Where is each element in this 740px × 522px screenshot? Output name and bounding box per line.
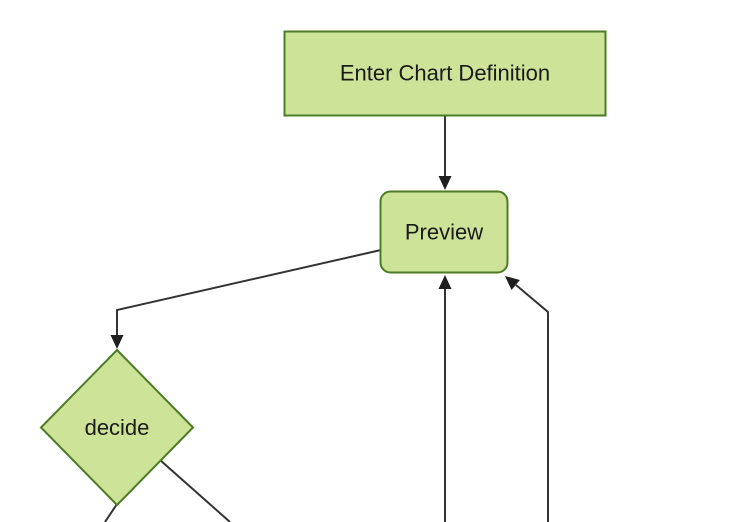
arrowhead-preview-corner (505, 276, 520, 290)
node-preview-label: Preview (405, 220, 483, 245)
edge-preview-to-decide-line (116, 249, 382, 336)
arrowhead-decide-top (110, 335, 124, 349)
edge-offscreen-to-preview-diagonal (505, 276, 549, 522)
edge-decide-to-offscreen-left (104, 503, 118, 522)
arrowhead-preview-top (438, 176, 452, 190)
node-decide-shape (39, 348, 195, 507)
node-preview-shape (379, 190, 509, 274)
node-enter-chart-definition-shape (283, 30, 607, 117)
node-decide-label: decide (85, 415, 150, 440)
edge-offscreen-to-preview-vertical (438, 275, 452, 522)
node-preview: Preview (379, 190, 509, 274)
node-enter-chart-definition-label: Enter Chart Definition (340, 61, 550, 86)
node-enter-chart-definition: Enter Chart Definition (283, 30, 607, 117)
edge-enter-to-preview (438, 115, 452, 190)
edge-preview-to-decide (110, 249, 382, 349)
node-decide: decide (39, 348, 195, 507)
arrowhead-preview-bottom (438, 275, 452, 289)
edge-decide-to-offscreen-right (159, 459, 231, 522)
edge-offscreen-to-preview-diagonal-line (515, 284, 549, 522)
